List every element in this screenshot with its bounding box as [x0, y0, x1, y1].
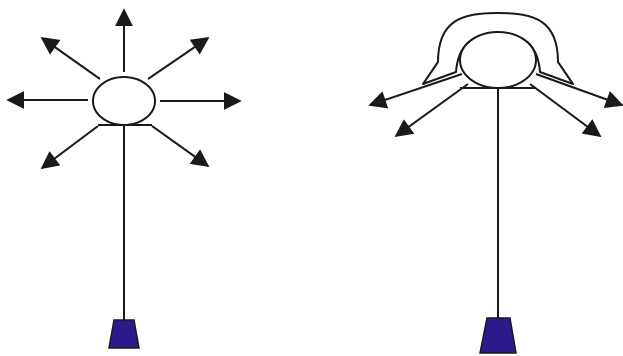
ray-right-shallow	[536, 74, 622, 105]
pole-base	[480, 318, 516, 353]
ray-down-right	[152, 126, 208, 166]
pole-base	[109, 320, 139, 348]
shielded-lamp	[370, 13, 622, 353]
ray-down-right	[530, 84, 600, 136]
ray-up-left	[42, 38, 100, 79]
lamp-bulb	[93, 77, 155, 125]
ray-down-left	[42, 126, 98, 168]
ray-left-shallow	[370, 74, 462, 105]
unshielded-lamp	[8, 10, 240, 348]
ray-up-right	[148, 38, 208, 79]
lamp-bulb	[460, 32, 536, 88]
